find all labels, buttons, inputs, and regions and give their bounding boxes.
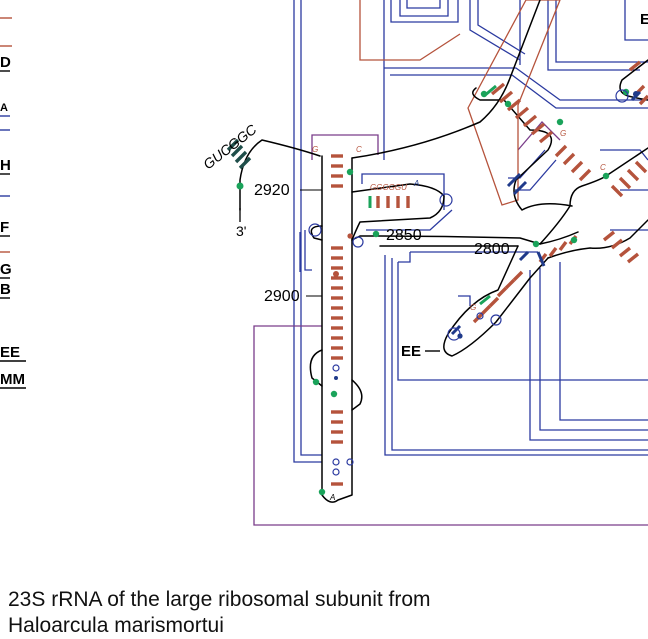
nucleotide-markers: [236, 88, 639, 496]
margin-label-a: A: [0, 102, 8, 114]
label-three-prime: 3': [236, 223, 246, 239]
svg-text:C: C: [356, 145, 362, 154]
svg-text:G: G: [470, 303, 476, 312]
margin-label-f: F: [0, 219, 9, 236]
margin-label-h: H: [0, 157, 11, 174]
label-2800: 2800: [474, 241, 510, 258]
margin-label-d: D: [0, 54, 11, 71]
label-2900: 2900: [264, 288, 300, 305]
svg-text:G: G: [560, 129, 566, 138]
margin-label-ee: EE: [0, 344, 20, 361]
svg-text:GGGGGU: GGGGGU: [370, 183, 407, 192]
figure-caption: 23S rRNA of the large ribosomal subunit …: [8, 587, 628, 639]
tertiary-interaction-lines-blue: [293, 0, 648, 463]
partial-top-right-label: E: [640, 11, 648, 28]
label-2920: 2920: [254, 182, 290, 199]
left-margin-labels: D A H F G B EE MM: [0, 17, 26, 389]
terminal-sequence: GUCGGC: [200, 120, 260, 172]
tertiary-interaction-lines-red: [359, 0, 561, 206]
label-2850: 2850: [386, 227, 422, 244]
margin-label-g: G: [0, 261, 12, 278]
svg-text:C: C: [600, 163, 606, 172]
base-pairs-watson-crick: [331, 60, 648, 486]
svg-text:G: G: [312, 145, 318, 154]
svg-text:A: A: [329, 493, 335, 502]
sequence-letters: G C GGGGGU A A G G C: [312, 129, 606, 502]
caption-line-1: 23S rRNA of the large ribosomal subunit …: [8, 588, 431, 611]
base-pairs-non-canonical: [450, 90, 642, 336]
margin-label-mm: MM: [0, 371, 25, 388]
label-ee: EE: [401, 343, 421, 360]
terminal-pairs: [226, 138, 252, 170]
base-pairs-green: [368, 84, 497, 306]
caption-line-2: Haloarcula marismortui: [8, 614, 224, 637]
rna-backbone: [239, 0, 648, 503]
svg-text:A: A: [413, 179, 419, 188]
tertiary-interaction-lines-purple: [253, 121, 648, 526]
margin-label-b: B: [0, 281, 11, 298]
